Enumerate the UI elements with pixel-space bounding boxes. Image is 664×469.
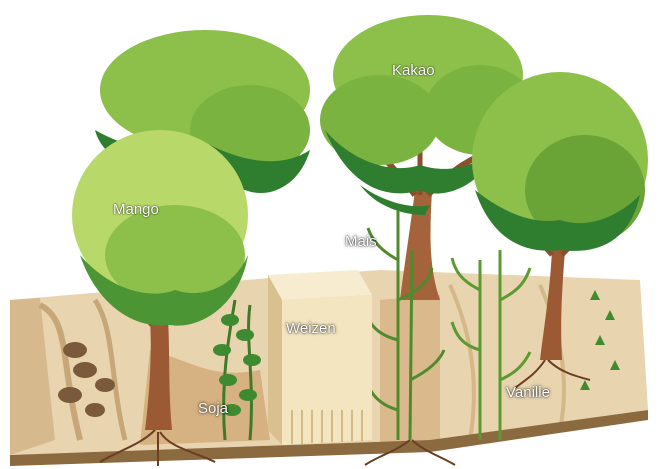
- label-mango: Mango: [113, 202, 159, 217]
- label-mais: Mais: [345, 234, 377, 249]
- label-kakao: Kakao: [392, 63, 435, 78]
- label-weizen: Weizen: [286, 321, 336, 336]
- label-vanille: Vanille: [506, 385, 550, 400]
- label-soja: Soja: [198, 401, 228, 416]
- weizen-block: [268, 270, 372, 445]
